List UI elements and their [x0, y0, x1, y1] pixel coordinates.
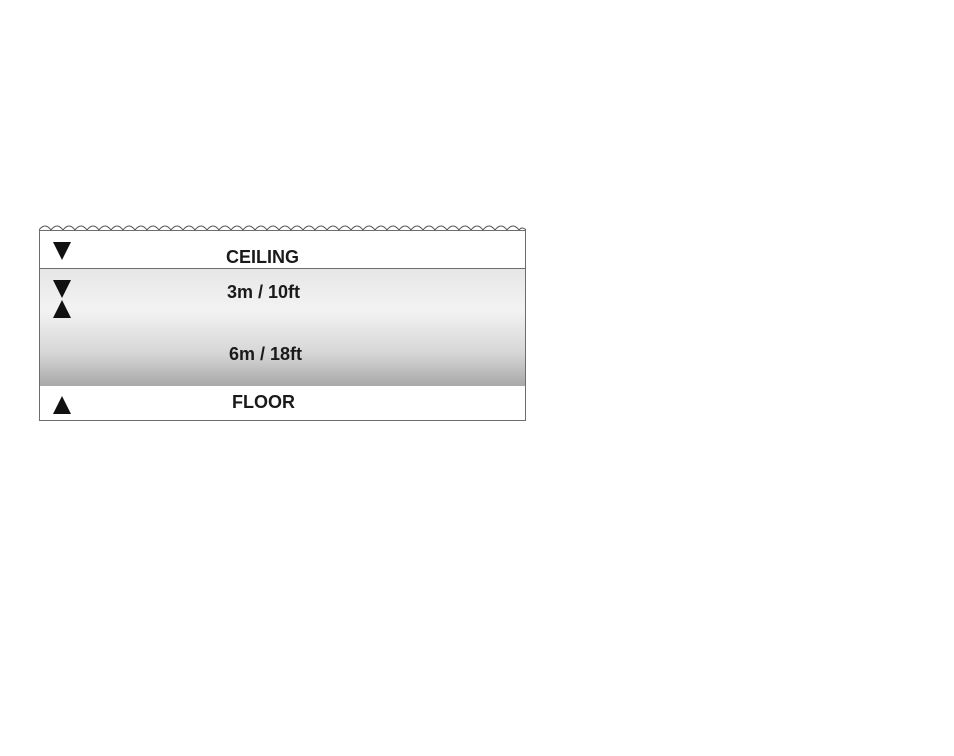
depth-range-diagram: CEILING 3m / 10ft 6m / 18ft FLOOR — [39, 216, 526, 422]
floor-marker-icon — [53, 396, 71, 414]
depth-bottom-label: 6m / 18ft — [229, 344, 302, 365]
range-bottom-marker-icon — [53, 300, 71, 318]
range-top-marker-icon — [53, 280, 71, 298]
ceiling-label: CEILING — [226, 247, 299, 268]
depth-top-label: 3m / 10ft — [227, 282, 300, 303]
ceiling-marker-icon — [53, 242, 71, 260]
floor-label: FLOOR — [232, 392, 295, 413]
